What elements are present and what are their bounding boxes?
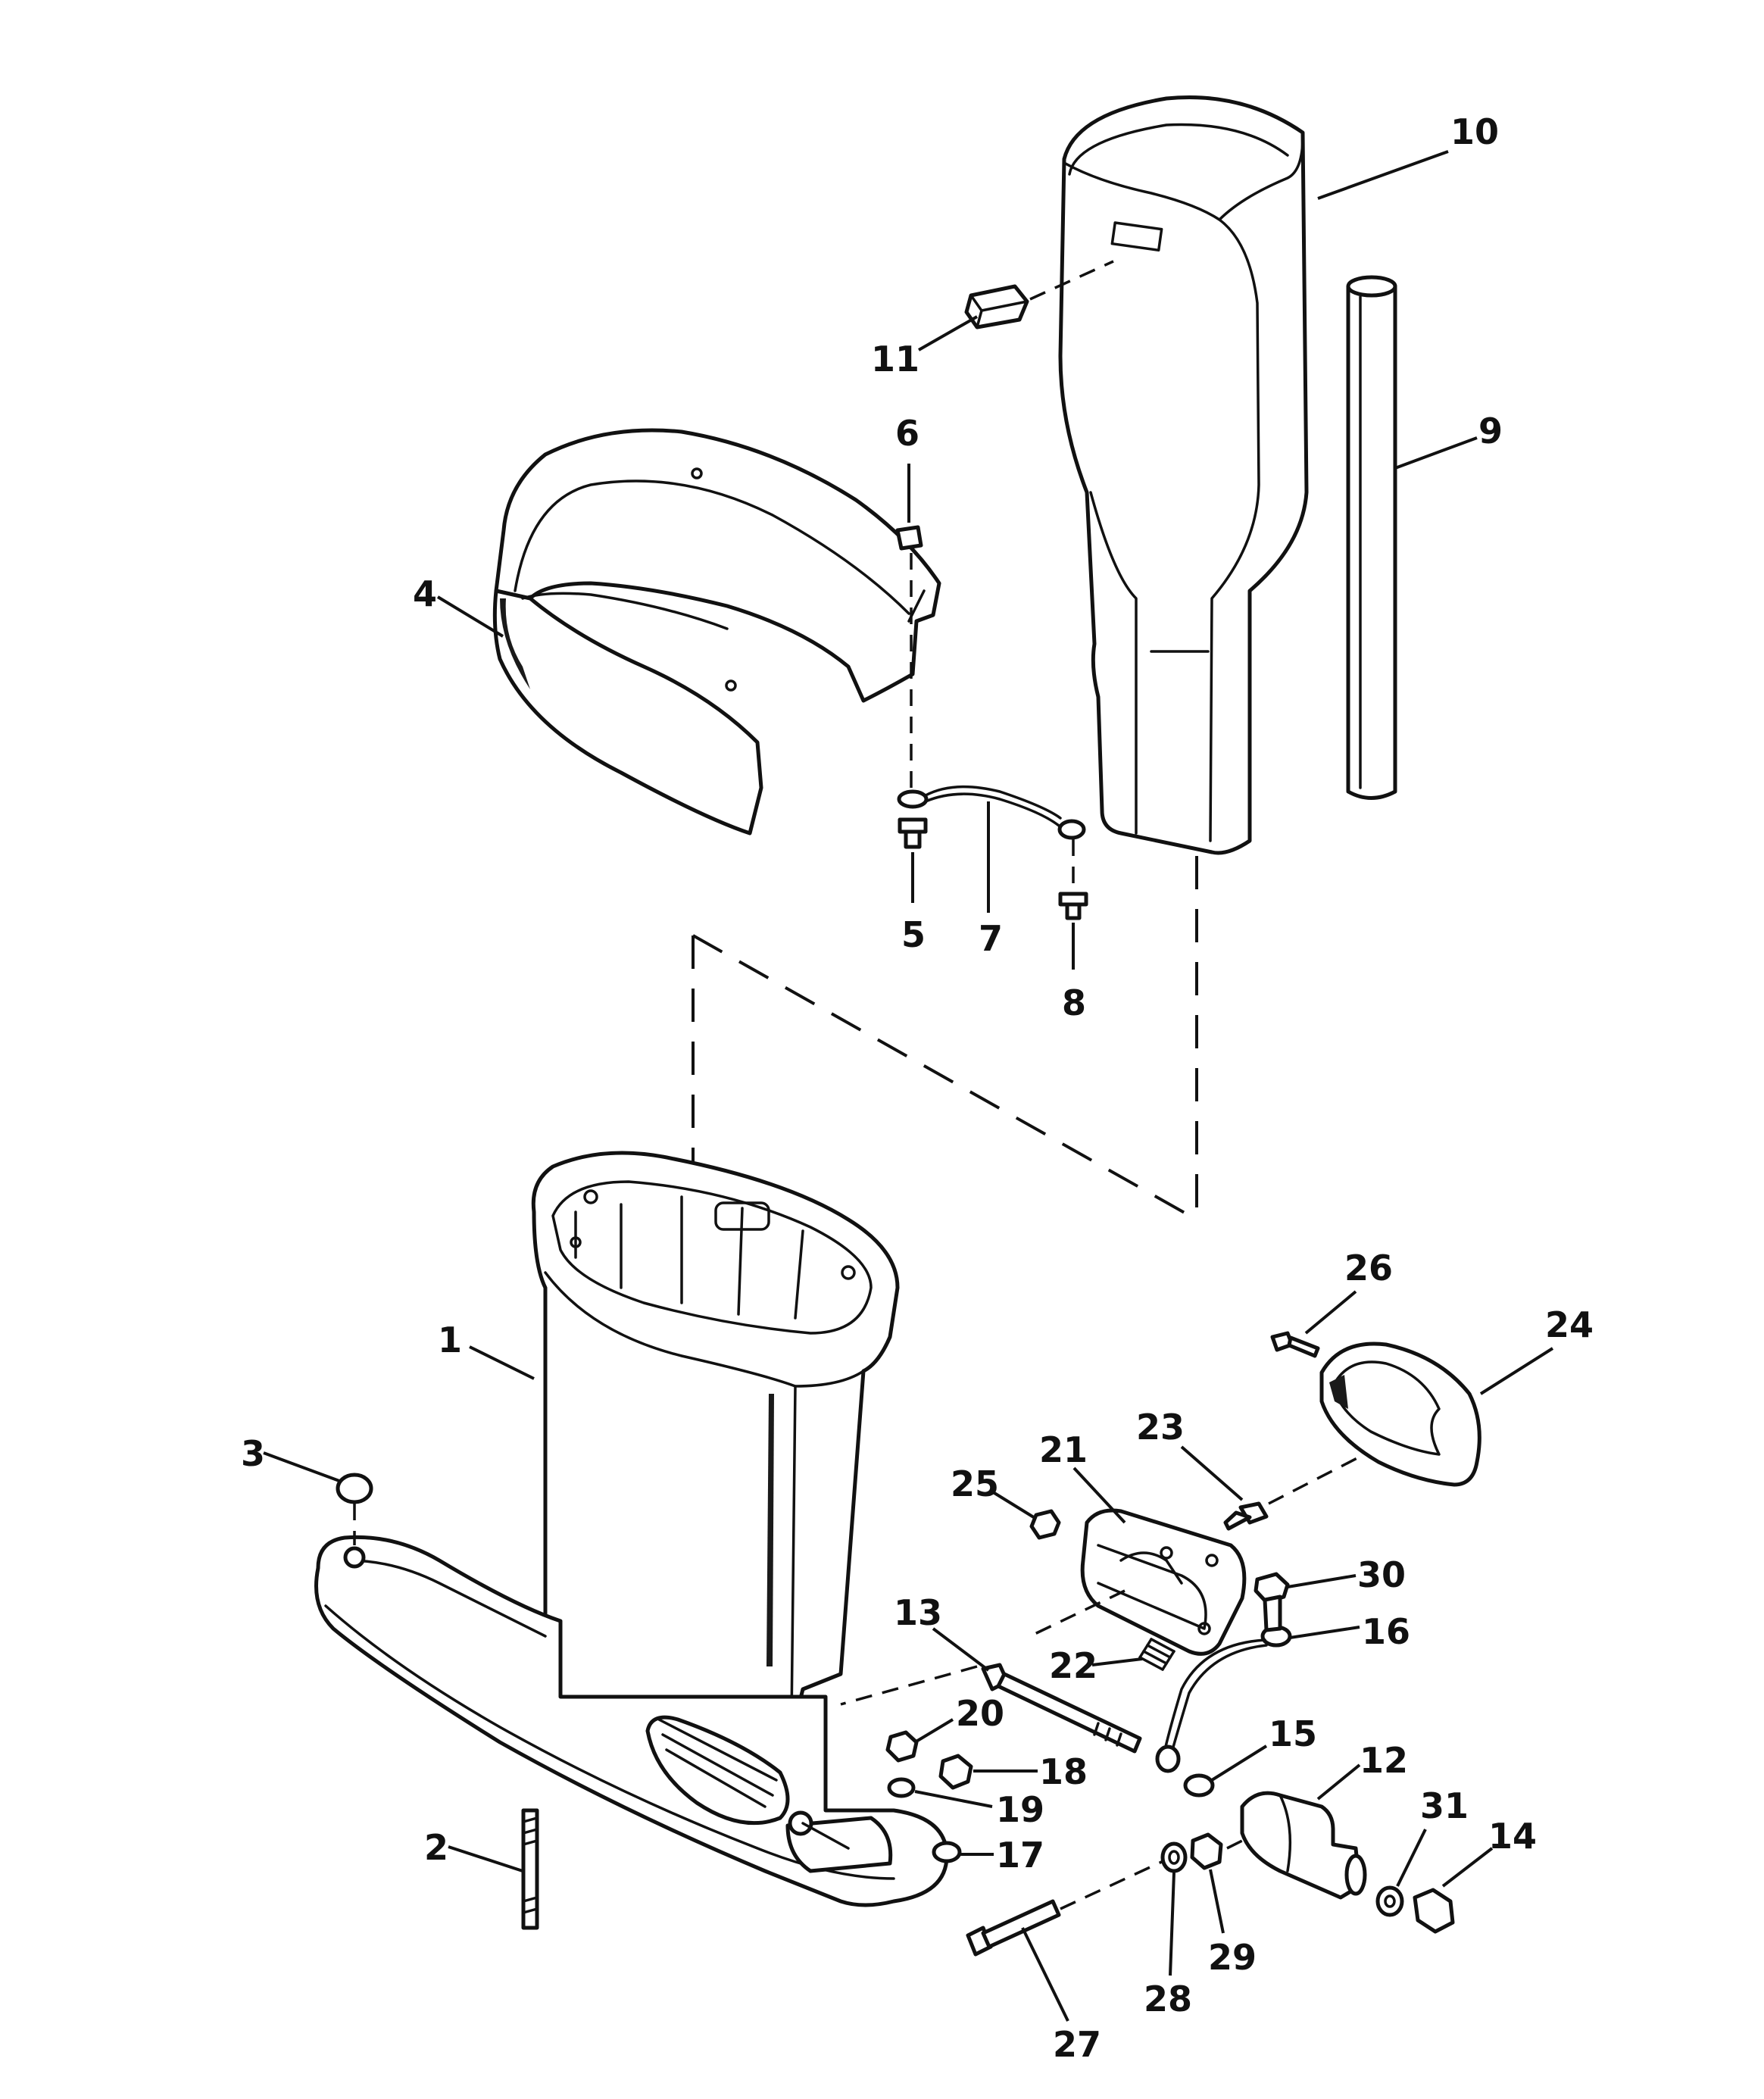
leader-3 [263, 1451, 340, 1482]
callout-26: 26 [1344, 1248, 1393, 1288]
leader-4 [436, 595, 504, 638]
leader-16 [1289, 1626, 1360, 1639]
callout-27: 27 [1053, 2024, 1101, 2065]
callout-23: 23 [1136, 1407, 1185, 1448]
leader-12 [1316, 1763, 1361, 1801]
water-tube-part [1346, 275, 1397, 800]
stud-part [521, 1808, 539, 1930]
trim-housing-part [1029, 1508, 1247, 1656]
callout-13: 13 [894, 1592, 942, 1633]
callout-25: 25 [951, 1463, 999, 1504]
leader-23 [1180, 1445, 1244, 1501]
leader-15 [1210, 1744, 1268, 1782]
leader-28 [1169, 1872, 1175, 1976]
leader-9 [1394, 436, 1478, 470]
callout-16: 16 [1362, 1611, 1410, 1652]
callout-15: 15 [1269, 1713, 1317, 1754]
washer-15-part [1183, 1773, 1215, 1798]
washer-28-part [1160, 1841, 1188, 1873]
callout-28: 28 [1144, 1979, 1192, 2019]
leader-30 [1287, 1574, 1357, 1588]
screw-8-part [1058, 839, 1088, 920]
callout-7: 7 [979, 918, 1003, 959]
leader-13 [932, 1627, 990, 1672]
leader-24 [1479, 1347, 1554, 1395]
callout-labels: 10 11 9 6 4 5 7 8 1 3 2 26 24 23 21 25 3… [241, 111, 1594, 2065]
bolt-30-part [1254, 1572, 1290, 1632]
driveshaft-housing-part [531, 1151, 900, 1744]
callout-5: 5 [901, 914, 926, 955]
nut-29-part [1190, 1832, 1223, 1870]
screw-26-part [1270, 1331, 1320, 1358]
clip-part [895, 525, 923, 788]
callout-21: 21 [1039, 1429, 1088, 1470]
exhaust-tube-part [1058, 95, 1309, 855]
callout-14: 14 [1488, 1816, 1537, 1857]
screw-23-part [1223, 1430, 1410, 1531]
trim-cover-part [1319, 1342, 1481, 1487]
leader-lines [263, 150, 1554, 2022]
nut-18-part [938, 1754, 973, 1790]
callout-22: 22 [1049, 1645, 1097, 1686]
leader-25 [989, 1489, 1038, 1520]
key-block-part [964, 260, 1114, 330]
spring-part [1138, 1638, 1175, 1671]
anode-12-part [1226, 1791, 1367, 1900]
leader-10 [1317, 150, 1449, 200]
leader-31 [1396, 1829, 1427, 1887]
plug-part [336, 1473, 373, 1545]
leader-26 [1304, 1290, 1357, 1335]
washer-31-part [1375, 1885, 1404, 1917]
washer-19-part [887, 1777, 916, 1798]
ground-wire-part [897, 785, 1086, 840]
callout-4: 4 [413, 573, 437, 614]
callout-1: 1 [438, 1320, 462, 1360]
callout-17: 17 [996, 1835, 1044, 1876]
callout-29: 29 [1208, 1937, 1257, 1978]
leader-27 [1021, 1927, 1069, 2022]
leader-22 [1091, 1657, 1143, 1666]
screw-5-part [898, 817, 928, 849]
callout-8: 8 [1062, 982, 1086, 1023]
callout-10: 10 [1450, 111, 1499, 152]
nut-14-part [1413, 1888, 1455, 1934]
callout-11: 11 [871, 339, 919, 380]
leader-2 [448, 1845, 523, 1873]
callout-20: 20 [956, 1693, 1004, 1734]
bolt-13-part [840, 1663, 1142, 1754]
leader-11 [918, 315, 978, 351]
callout-18: 18 [1039, 1751, 1088, 1792]
nut-20-part [885, 1730, 919, 1763]
callout-12: 12 [1360, 1740, 1408, 1781]
callout-24: 24 [1545, 1304, 1594, 1345]
callout-30: 30 [1357, 1554, 1406, 1595]
callout-9: 9 [1478, 411, 1503, 451]
anti-ventilation-plate-part [314, 1535, 949, 1907]
plug-25-part [1029, 1509, 1061, 1540]
leader-29 [1209, 1869, 1225, 1934]
assembly-guide-lines [692, 856, 1198, 1221]
cowl-chaps-part [492, 428, 941, 836]
leader-19 [914, 1790, 993, 1808]
callout-31: 31 [1420, 1785, 1469, 1826]
leader-21 [1072, 1466, 1126, 1524]
callout-3: 3 [241, 1433, 265, 1474]
callout-6: 6 [895, 413, 919, 454]
leader-14 [1441, 1847, 1494, 1888]
callout-2: 2 [424, 1827, 448, 1868]
bolt-27-part [966, 1858, 1167, 1957]
callout-19: 19 [996, 1789, 1044, 1830]
leader-1 [469, 1345, 535, 1380]
leader-20 [913, 1718, 954, 1744]
washer-17-part [932, 1841, 962, 1863]
